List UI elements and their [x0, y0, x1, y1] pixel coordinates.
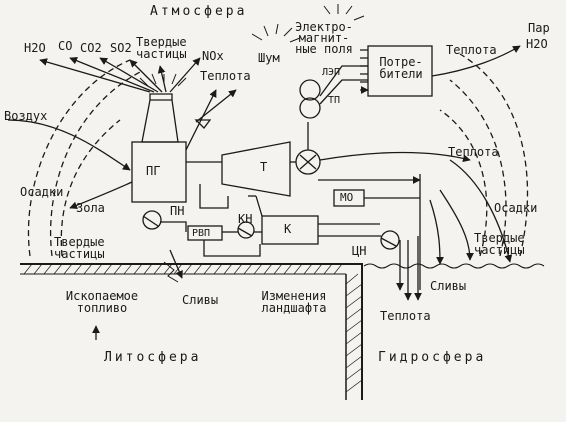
consumers-label: Потре-бители — [379, 55, 423, 81]
air-heater-label: РВП — [192, 228, 211, 239]
precipitation-left-label: Осадки — [20, 185, 64, 199]
oil-cooler-label: МО — [340, 191, 354, 204]
nox-label: NOx — [202, 49, 224, 63]
lithosphere-label: Литосфера — [104, 350, 202, 365]
solid-particles-right-label: Твердые частицы — [474, 231, 525, 257]
turbine-label: Т — [260, 160, 268, 174]
co-label: CO — [58, 39, 73, 53]
lep-label: ЛЭП — [322, 67, 341, 78]
hydrosphere-label: Гидросфера — [378, 350, 487, 365]
landscape-change-label: Изменения ландшафта — [261, 289, 327, 315]
heat-mid-label: Теплота — [448, 145, 499, 159]
condenser-label: К — [284, 222, 292, 236]
air-label: Воздух — [4, 109, 48, 123]
steam-label: Пар — [528, 21, 550, 35]
feed-pump-label: ПН — [170, 204, 185, 218]
steam-generator-label: ПГ — [146, 164, 161, 178]
solid-particles-left-label: Твердые частицы — [54, 235, 105, 261]
noise-label: Шум — [258, 51, 280, 65]
so2-label: SO2 — [110, 41, 132, 55]
atmosphere-label: Атмосфера — [150, 4, 248, 19]
tp-label: ТП — [328, 95, 341, 106]
drains-left-label: Сливы — [182, 293, 219, 307]
precipitation-right-label: Осадки — [494, 201, 538, 215]
co2-label: CO2 — [80, 41, 102, 55]
h2o-label: H2O — [24, 41, 46, 55]
circulation-pump-label: ЦН — [352, 244, 367, 258]
heat-top-right-label: Теплота — [446, 43, 497, 57]
heat-bottom-label: Теплота — [380, 309, 431, 323]
ash-label: Зола — [76, 201, 105, 215]
ground-surface — [20, 263, 363, 400]
em-field-label: Электро-магнит-ные поля — [295, 20, 353, 56]
condensate-pump-label: КН — [238, 212, 253, 226]
heat-emission-label: Теплота — [200, 69, 251, 83]
drains-right-label: Сливы — [430, 279, 467, 293]
fossil-fuel-label: Ископаемое топливо — [65, 289, 139, 315]
h2o-right-label: H2O — [526, 37, 548, 51]
solid-particles-top-label: Твердые частицы — [136, 35, 187, 61]
